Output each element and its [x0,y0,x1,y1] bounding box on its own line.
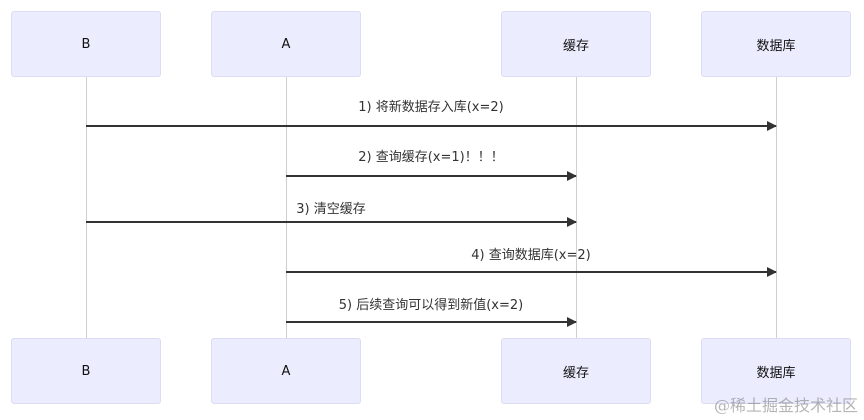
actor-label: 缓存 [562,38,589,54]
message-5-label: 5) 后续查询可以得到新值(x=2) [338,298,524,313]
actor-label: 数据库 [756,365,796,381]
actor-b-bottom: B [11,338,161,404]
message-4-label: 4) 查询数据库(x=2) [471,248,591,263]
message-1-label: 1) 将新数据存入库(x=2) [358,100,504,115]
message-1-arrow [86,121,777,131]
lifeline-cache [576,77,577,338]
actor-label: A [281,363,291,379]
actor-cache-top: 缓存 [501,11,651,77]
lifeline-a [286,77,287,338]
actor-label: B [81,36,91,52]
actor-b-top: B [11,11,161,77]
actor-label: B [81,363,91,379]
actor-a-bottom: A [211,338,361,404]
actor-label: 缓存 [562,365,589,381]
message-2-arrow [286,171,577,181]
actor-db-bottom: 数据库 [701,338,851,404]
watermark: @稀土掘金技术社区 [713,396,858,415]
actor-a-top: A [211,11,361,77]
actor-cache-bottom: 缓存 [501,338,651,404]
actor-label: 数据库 [756,38,796,54]
lifeline-db [776,77,777,338]
message-3-label: 3) 清空缓存 [296,202,366,217]
message-3-arrow [86,217,577,227]
message-4-arrow [286,267,777,277]
lifeline-b [86,77,87,338]
message-5-arrow [286,317,577,327]
actor-label: A [281,36,291,52]
actor-db-top: 数据库 [701,11,851,77]
message-2-label: 2) 查询缓存(x=1)！！！ [358,150,504,165]
